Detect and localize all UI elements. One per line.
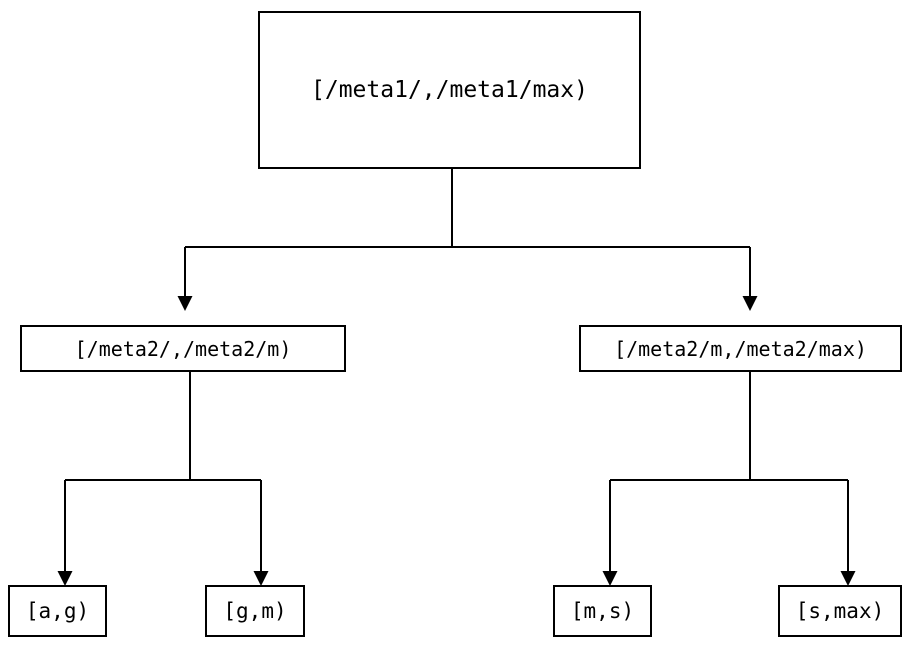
arrowhead-to-leaf-ms [602,571,618,586]
node-leaf-smax[interactable]: [s,max) [778,585,902,637]
node-leaf-smax-label: [s,max) [795,598,885,623]
node-leaf-ag[interactable]: [a,g) [8,585,107,637]
node-root[interactable]: [/meta1/,/meta1/max) [258,11,641,169]
node-leaf-ag-label: [a,g) [25,598,90,623]
node-mid-left[interactable]: [/meta2/,/meta2/m) [20,325,346,372]
node-leaf-gm[interactable]: [g,m) [205,585,305,637]
node-mid-left-label: [/meta2/,/meta2/m) [74,336,292,361]
arrowhead-to-leaf-ag [57,571,73,586]
arrowhead-to-mid-right [742,296,758,311]
arrowhead-to-leaf-gm [253,571,269,586]
node-mid-right-label: [/meta2/m,/meta2/max) [614,336,867,361]
node-leaf-ms[interactable]: [m,s) [553,585,652,637]
node-mid-right[interactable]: [/meta2/m,/meta2/max) [579,325,902,372]
arrowhead-to-mid-left [177,296,193,311]
node-root-label: [/meta1/,/meta1/max) [311,76,588,103]
node-leaf-gm-label: [g,m) [223,598,287,623]
node-leaf-ms-label: [m,s) [570,598,635,623]
arrowhead-to-leaf-smax [840,571,856,586]
